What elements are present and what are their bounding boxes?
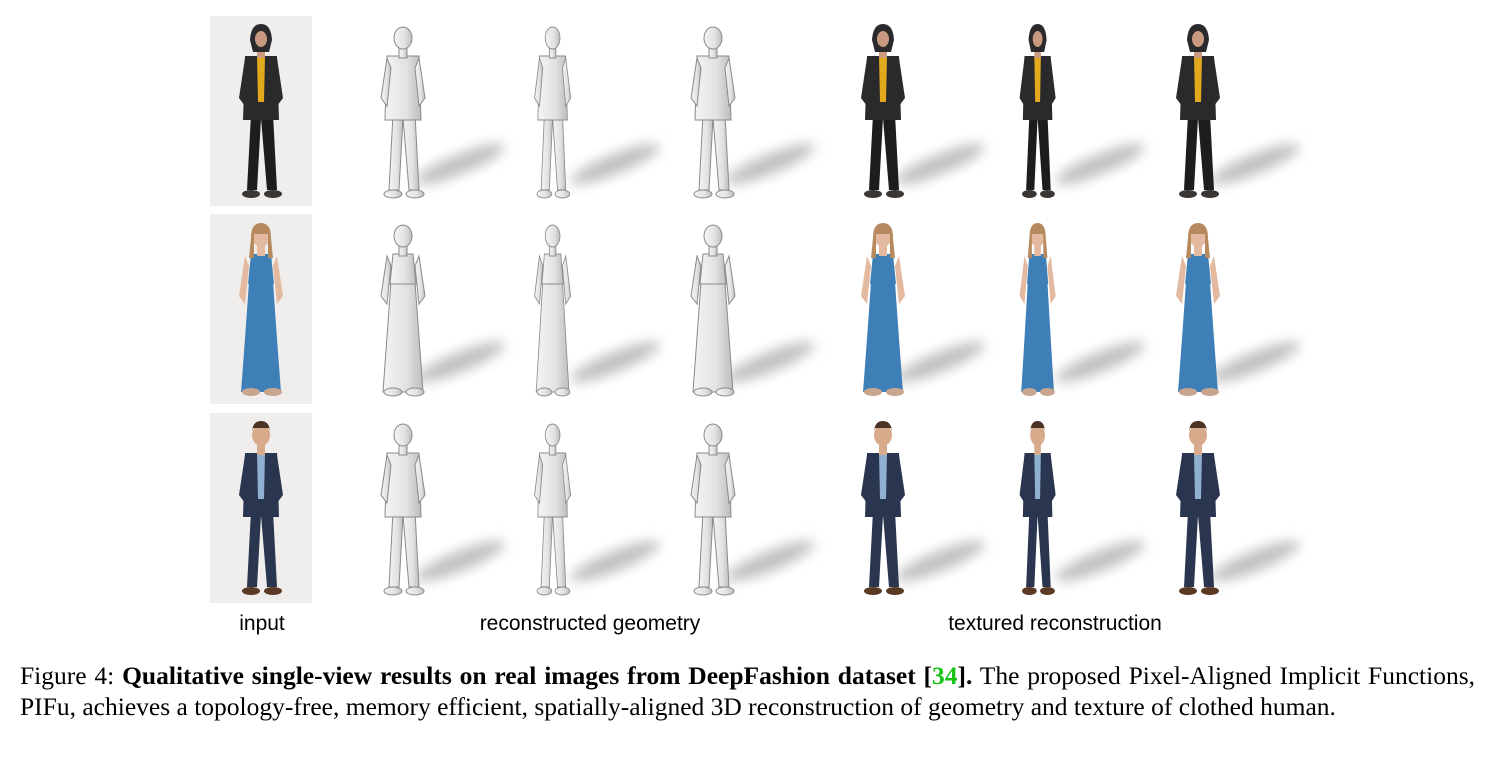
caption-body: The proposed Pixel-Aligned Implicit Func… — [20, 661, 1475, 721]
textured-view-3-dress-woman — [1176, 223, 1300, 396]
textured-view-2-dress-woman — [1019, 223, 1145, 396]
ground-shadow — [1055, 540, 1145, 582]
ground-shadow — [570, 143, 660, 185]
geometry-view-1-hoodie-woman — [380, 26, 505, 199]
person-figure — [1176, 24, 1220, 198]
person-figure — [380, 26, 426, 199]
input-photo-dress-woman — [210, 214, 312, 404]
geometry-view-3-hoodie-woman — [690, 26, 815, 199]
textured-view-3-suit-man — [1176, 421, 1300, 595]
ground-shadow — [415, 540, 505, 582]
person-figure — [690, 26, 736, 199]
person-figure — [861, 24, 905, 198]
person-figure — [690, 224, 736, 397]
person-figure — [380, 423, 426, 596]
person-figure — [380, 224, 426, 397]
input-photo-suit-man — [210, 413, 312, 603]
ground-shadow — [725, 143, 815, 185]
person-figure — [534, 423, 572, 596]
ground-shadow — [1210, 540, 1300, 582]
ground-shadow — [570, 540, 660, 582]
person-figure — [1019, 223, 1056, 396]
person-figure — [861, 421, 905, 595]
geometry-view-2-hoodie-woman — [534, 26, 660, 199]
ground-shadow — [1055, 143, 1145, 185]
person-figure — [690, 423, 736, 596]
ground-shadow — [415, 341, 505, 383]
geometry-view-2-suit-man — [534, 423, 660, 596]
figure-number: Figure 4: — [20, 661, 115, 690]
ground-shadow — [570, 341, 660, 383]
person-figure — [1176, 223, 1220, 396]
ground-shadow — [725, 540, 815, 582]
ground-shadow — [895, 341, 985, 383]
figure-caption: Figure 4: Qualitative single-view result… — [20, 660, 1475, 722]
caption-title: Qualitative single-view results on real … — [122, 661, 973, 690]
geometry-view-3-dress-woman — [690, 224, 815, 397]
person-figure — [534, 26, 572, 199]
textured-view-2-suit-man — [1019, 421, 1145, 595]
ground-shadow — [1055, 341, 1145, 383]
person-figure — [239, 223, 283, 396]
input-photo-hoodie-woman — [210, 16, 312, 206]
geometry-view-3-suit-man — [690, 423, 815, 596]
textured-view-3-hoodie-woman — [1176, 24, 1300, 198]
figure-grid — [210, 16, 1300, 603]
person-figure — [239, 24, 283, 198]
ground-shadow — [1210, 341, 1300, 383]
ground-shadow — [1210, 143, 1300, 185]
ground-shadow — [725, 341, 815, 383]
geometry-view-2-dress-woman — [534, 224, 660, 397]
textured-view-1-hoodie-woman — [861, 24, 985, 198]
column-label-input: input — [239, 612, 285, 635]
ground-shadow — [895, 143, 985, 185]
person-figure — [239, 421, 283, 595]
textured-view-1-suit-man — [861, 421, 985, 595]
person-figure — [1019, 24, 1056, 198]
person-figure — [1176, 421, 1220, 595]
textured-view-1-dress-woman — [861, 223, 985, 396]
geometry-view-1-dress-woman — [380, 224, 505, 397]
ground-shadow — [415, 143, 505, 185]
column-label-geometry: reconstructed geometry — [479, 612, 701, 635]
citation-link[interactable]: 34 — [932, 661, 958, 690]
ground-shadow — [895, 540, 985, 582]
geometry-view-1-suit-man — [380, 423, 505, 596]
person-figure — [1019, 421, 1056, 595]
textured-view-2-hoodie-woman — [1019, 24, 1145, 198]
person-figure — [534, 224, 572, 397]
column-label-texture: textured reconstruction — [948, 612, 1162, 635]
person-figure — [861, 223, 905, 396]
